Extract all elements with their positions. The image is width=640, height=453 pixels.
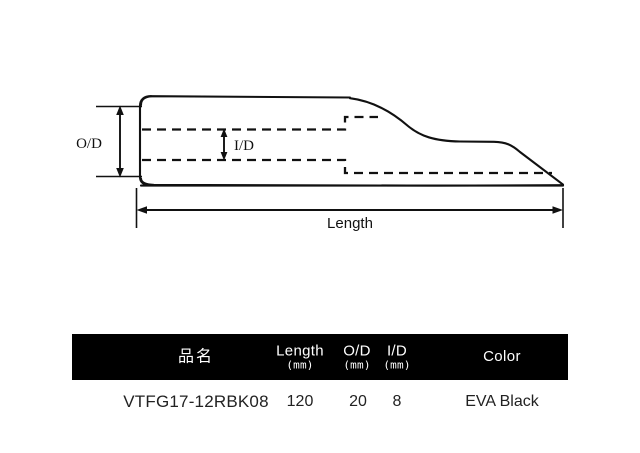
column-header-id-text: I/D bbox=[386, 342, 408, 360]
table-row: VTFG17-12RBK08 120 20 8 EVA Black bbox=[72, 380, 568, 424]
column-header-od-text: O/D bbox=[343, 342, 371, 360]
cell-od: 20 bbox=[349, 393, 367, 410]
column-header-length-text: Length bbox=[276, 342, 324, 360]
column-header-od-unit: (mm) bbox=[343, 358, 371, 372]
bore-line-lower bbox=[142, 158, 552, 175]
column-header-color: Color bbox=[483, 348, 521, 366]
column-header-id: I/D (mm) bbox=[383, 343, 410, 370]
column-header-id-unit: (mm) bbox=[383, 358, 411, 372]
od-arrow-head-top bbox=[116, 105, 124, 115]
cell-product-name: VTFG17-12RBK08 bbox=[123, 392, 269, 411]
column-header-product-name: 品名 bbox=[177, 346, 215, 366]
od-label: O/D bbox=[76, 136, 102, 152]
length-arrow-head-left bbox=[136, 206, 147, 214]
column-header-length-unit: (mm) bbox=[286, 358, 314, 372]
table-header-row: 品名 Length (mm) O/D (mm) I/D (mm) Color bbox=[72, 334, 568, 380]
cell-id: 8 bbox=[392, 393, 402, 410]
bore-line-upper bbox=[142, 115, 378, 131]
grip-butt-end bbox=[138, 95, 154, 187]
od-arrow-head-bottom bbox=[116, 168, 124, 178]
grip-technical-drawing: O/D I/D Length bbox=[76, 95, 565, 232]
length-label: Length bbox=[327, 215, 373, 232]
specification-table: 品名 Length (mm) O/D (mm) I/D (mm) Color V… bbox=[72, 334, 568, 424]
cell-color: EVA Black bbox=[465, 393, 539, 410]
id-arrow-head-top bbox=[220, 128, 228, 137]
length-arrow-head-right bbox=[552, 206, 563, 214]
cell-length: 120 bbox=[286, 393, 314, 410]
drawing-svg: O/D I/D Length bbox=[76, 95, 565, 232]
column-header-od: O/D (mm) bbox=[343, 343, 371, 370]
id-arrow-head-bottom bbox=[220, 152, 228, 161]
grip-outer-profile bbox=[139, 95, 565, 187]
id-label: I/D bbox=[234, 138, 254, 154]
column-header-length: Length (mm) bbox=[276, 343, 324, 370]
